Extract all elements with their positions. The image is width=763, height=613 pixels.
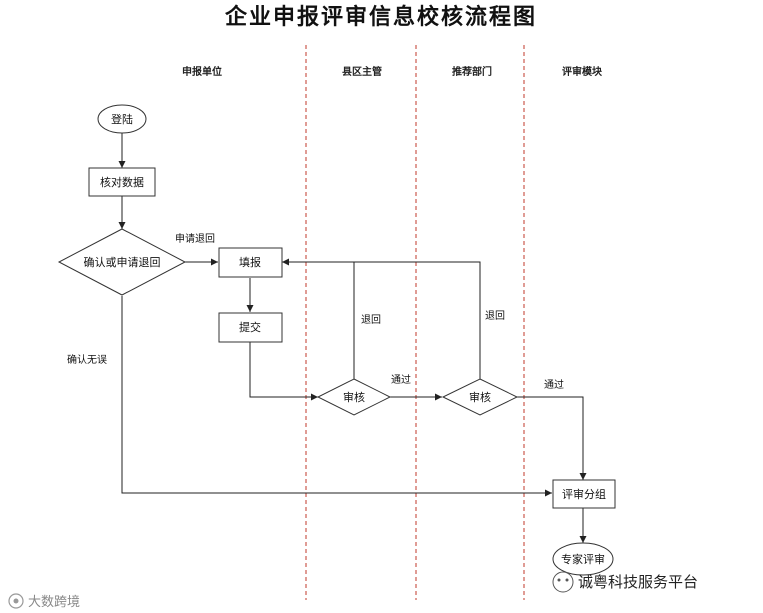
node-login <box>97 104 147 134</box>
node-verify-label: 核对数据 <box>100 175 144 189</box>
node-expert <box>552 542 614 576</box>
node-group <box>552 479 616 509</box>
lane-header-dept: 推荐部门 <box>452 65 492 78</box>
edge-confirm-ok <box>121 296 552 497</box>
brand-watermark: 诚粤科技服务平台 <box>578 573 698 591</box>
edge-label-apply-return: 申请退回 <box>175 232 215 245</box>
node-login-label: 登陆 <box>111 112 133 126</box>
edge-label-pass-county: 通过 <box>391 373 411 386</box>
node-fill-label: 填报 <box>239 255 261 269</box>
lane-header-applicant: 申报单位 <box>182 65 222 78</box>
wechat-logo-icon <box>552 571 574 593</box>
node-verify <box>88 167 156 197</box>
lane-header-review: 评审模块 <box>562 65 603 78</box>
edge-label-confirm-ok: 确认无误 <box>67 353 107 366</box>
node-group-label: 评审分组 <box>562 487 606 501</box>
corner-logo-icon <box>8 593 24 609</box>
node-county-review-label: 审核 <box>343 390 365 404</box>
edge-return-dept <box>354 261 481 379</box>
edge-label-return-dept: 退回 <box>485 310 505 322</box>
node-submit-label: 提交 <box>239 320 261 334</box>
diagram-title: 企业申报评审信息校核流程图 <box>224 4 537 30</box>
node-confirm-label: 确认或申请退回 <box>84 256 161 269</box>
node-submit <box>218 312 283 343</box>
edge-submit-county <box>249 342 318 401</box>
node-county-review <box>316 378 392 416</box>
node-expert-label: 专家评审 <box>561 552 605 566</box>
lane-header-county: 县区主管 <box>342 65 382 78</box>
corner-watermark: 大数跨境 <box>28 595 80 610</box>
node-dept-review <box>441 378 519 416</box>
edge-label-return-county: 退回 <box>361 314 381 326</box>
edge-label-pass-dept: 通过 <box>544 378 564 391</box>
node-confirm <box>57 228 187 296</box>
node-fill <box>218 247 283 278</box>
edge-return-county <box>282 258 355 379</box>
node-dept-review-label: 审核 <box>469 390 491 404</box>
edge-pass-dept <box>517 396 587 480</box>
